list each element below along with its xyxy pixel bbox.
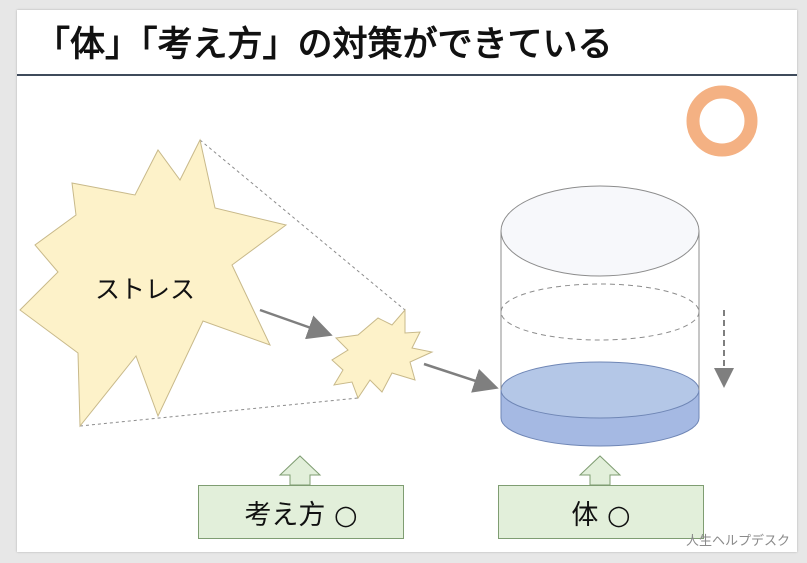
stress-starburst-small: [331, 308, 434, 400]
slide-title: 「体」「考え方」の対策ができている: [35, 25, 613, 65]
arrow-stress-to-cup: [423, 362, 499, 393]
cup-top: [500, 185, 700, 277]
mind-status-box: 考え方 ○: [198, 485, 404, 539]
mind-up-arrow: [278, 455, 322, 486]
stress-starburst-large: [19, 138, 288, 428]
stress-label: ストレス: [95, 275, 196, 304]
watermark-text: 人生ヘルプデスク: [686, 534, 791, 549]
cup-water-surface: [500, 361, 700, 419]
projection-line-top: [199, 139, 406, 311]
body-up-arrow: [578, 455, 622, 486]
cup-previous-level: [500, 283, 700, 341]
projection-line-bottom: [79, 397, 359, 427]
arrow-stress-shrink: [259, 308, 333, 340]
circle-ok-icon: [686, 85, 758, 157]
title-underline: [17, 74, 797, 76]
body-status-box: 体 ○: [498, 485, 704, 539]
